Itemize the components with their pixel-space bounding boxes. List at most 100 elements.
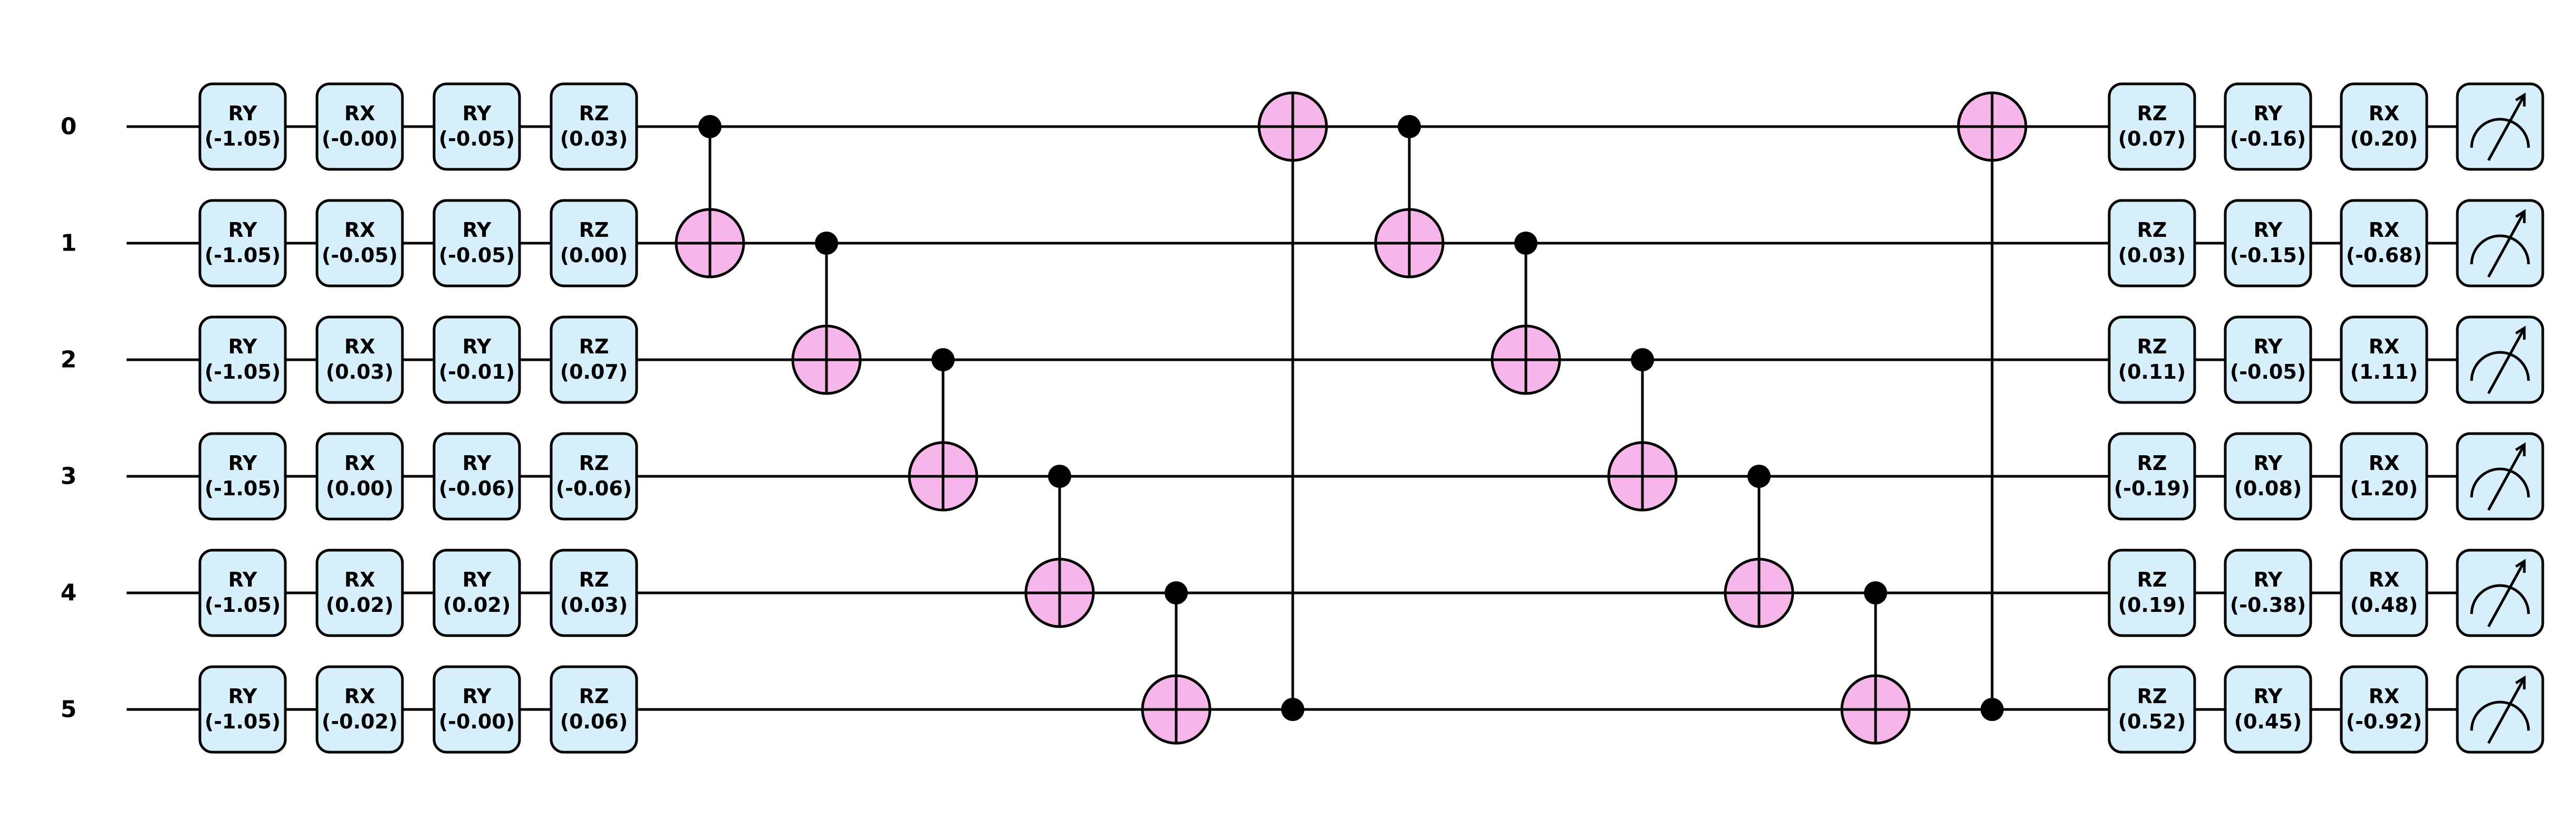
- rotation-gate[interactable]: RX(0.00): [315, 432, 404, 521]
- gate-param: (-0.16): [2230, 127, 2306, 150]
- measurement-gate[interactable]: [2456, 82, 2544, 171]
- gate-box: [432, 665, 521, 754]
- gate-label: RX: [2369, 335, 2400, 358]
- gate-box: [2224, 432, 2312, 521]
- rotation-gate[interactable]: RX(0.48): [2340, 549, 2428, 637]
- rotation-gate[interactable]: RX(-0.05): [315, 199, 404, 287]
- cnot-gate[interactable]: [908, 348, 978, 512]
- gate-label: RX: [2369, 685, 2400, 708]
- gate-param: (-0.19): [2114, 477, 2190, 500]
- rotation-gate[interactable]: RY(-1.05): [198, 665, 287, 754]
- measurement-gate[interactable]: [2456, 315, 2544, 404]
- cnot-gate[interactable]: [1957, 91, 2027, 721]
- cnot-control-dot: [698, 115, 722, 138]
- gate-label: RY: [2254, 102, 2283, 125]
- gate-param: (-0.05): [439, 127, 515, 150]
- meter-needle: [2487, 213, 2525, 278]
- cnot-gate[interactable]: [675, 115, 745, 279]
- rotation-gate[interactable]: RZ(0.03): [550, 549, 638, 637]
- meter-icon: [2456, 199, 2544, 287]
- gate-label: RZ: [579, 452, 609, 475]
- rotation-gate[interactable]: RZ(0.00): [550, 199, 638, 287]
- rotation-gate[interactable]: RY(-0.05): [432, 199, 521, 287]
- rotation-gate[interactable]: RY(-1.05): [198, 82, 287, 171]
- cnot-gate[interactable]: [791, 232, 862, 395]
- rotation-gate[interactable]: RY(-1.05): [198, 432, 287, 521]
- rotation-gate[interactable]: RZ(0.11): [2108, 315, 2196, 404]
- cnot-gate[interactable]: [1840, 581, 1911, 745]
- gate-label: RY: [463, 568, 492, 591]
- rotation-gate[interactable]: RY(-1.05): [198, 549, 287, 637]
- rotation-gate[interactable]: RZ(0.03): [550, 82, 638, 171]
- rotation-gate[interactable]: RY(-0.00): [432, 665, 521, 754]
- rotation-gate[interactable]: RY(0.08): [2224, 432, 2312, 521]
- measurement-gate[interactable]: [2456, 665, 2544, 754]
- rotation-gate[interactable]: RY(-1.05): [198, 315, 287, 404]
- gate-param: (-0.06): [556, 477, 632, 500]
- gate-label: RX: [2369, 568, 2400, 591]
- gate-label: RZ: [2137, 452, 2167, 475]
- rotation-gate[interactable]: RZ(0.52): [2108, 665, 2196, 754]
- meter-icon: [2456, 432, 2544, 521]
- gate-label: RZ: [579, 335, 609, 358]
- gate-box: [315, 315, 404, 404]
- rotation-gate[interactable]: RX(-0.92): [2340, 665, 2428, 754]
- measurement-gate[interactable]: [2456, 199, 2544, 287]
- gate-box: [2340, 82, 2428, 171]
- gate-box: [2340, 665, 2428, 754]
- rotation-gate[interactable]: RX(0.02): [315, 549, 404, 637]
- gate-param: (0.03): [560, 127, 628, 150]
- gate-box: [2224, 315, 2312, 404]
- rotation-gate[interactable]: RX(-0.02): [315, 665, 404, 754]
- cnot-gate[interactable]: [1374, 115, 1445, 279]
- rotation-gate[interactable]: RY(0.02): [432, 549, 521, 637]
- rotation-gate[interactable]: RX(1.20): [2340, 432, 2428, 521]
- measurements: [2456, 82, 2544, 754]
- gate-param: (0.07): [2118, 127, 2186, 150]
- gate-box: [432, 199, 521, 287]
- cnot-gate[interactable]: [1257, 91, 1328, 721]
- rotation-gate[interactable]: RY(-0.38): [2224, 549, 2312, 637]
- gate-box: [198, 549, 287, 637]
- rotation-gate[interactable]: RY(-0.16): [2224, 82, 2312, 171]
- rotation-gate[interactable]: RY(-1.05): [198, 199, 287, 287]
- rotation-gate[interactable]: RX(-0.68): [2340, 199, 2428, 287]
- rotation-gate[interactable]: RY(-0.01): [432, 315, 521, 404]
- cnot-gate[interactable]: [1141, 581, 1212, 745]
- gate-label: RX: [344, 218, 376, 242]
- gate-param: (-0.15): [2230, 244, 2306, 267]
- rotation-gate[interactable]: RX(1.11): [2340, 315, 2428, 404]
- qubit-label-1: 1: [61, 230, 77, 257]
- rotation-gate[interactable]: RY(-0.05): [432, 82, 521, 171]
- rotation-gate[interactable]: RZ(-0.19): [2108, 432, 2196, 521]
- gate-param: (-1.05): [205, 593, 281, 617]
- rotation-gate[interactable]: RY(-0.05): [2224, 315, 2312, 404]
- cnot-gate[interactable]: [1607, 348, 1678, 512]
- gate-label: RZ: [2137, 218, 2167, 242]
- rotation-gate[interactable]: RY(-0.15): [2224, 199, 2312, 287]
- cnot-gate[interactable]: [1491, 232, 1561, 395]
- gate-box: [550, 315, 638, 404]
- gate-label: RY: [228, 335, 257, 358]
- gate-box: [550, 82, 638, 171]
- rotation-gate[interactable]: RX(0.03): [315, 315, 404, 404]
- measurement-gate[interactable]: [2456, 432, 2544, 521]
- rotation-gate[interactable]: RY(0.45): [2224, 665, 2312, 754]
- rotation-gate[interactable]: RZ(0.06): [550, 665, 638, 754]
- rotation-gate[interactable]: RY(-0.06): [432, 432, 521, 521]
- meter-arc: [2470, 700, 2530, 731]
- measurement-gate[interactable]: [2456, 549, 2544, 637]
- rotation-gate[interactable]: RX(-0.00): [315, 82, 404, 171]
- rotation-gate[interactable]: RX(0.20): [2340, 82, 2428, 171]
- rotation-gate[interactable]: RZ(-0.06): [550, 432, 638, 521]
- gate-label: RX: [344, 685, 376, 708]
- gate-param: (-1.05): [205, 127, 281, 150]
- cnot-gate[interactable]: [1724, 465, 1794, 628]
- rotation-gate[interactable]: RZ(0.03): [2108, 199, 2196, 287]
- rotation-gate[interactable]: RZ(0.19): [2108, 549, 2196, 637]
- cnot-gate[interactable]: [1024, 465, 1095, 628]
- gate-box: [432, 82, 521, 171]
- rotation-gate[interactable]: RZ(0.07): [550, 315, 638, 404]
- rotation-gate[interactable]: RZ(0.07): [2108, 82, 2196, 171]
- gate-param: (-0.05): [2230, 360, 2306, 383]
